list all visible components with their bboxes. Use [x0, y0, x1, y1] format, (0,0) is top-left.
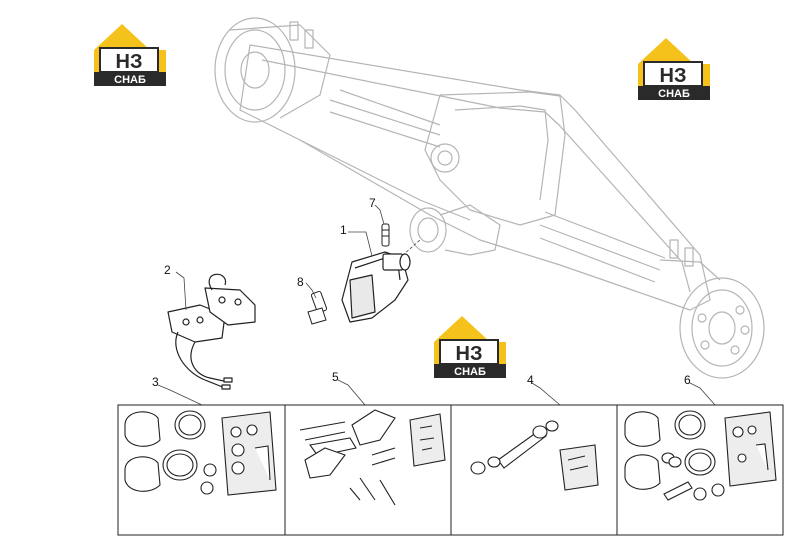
brand-logo-top-left: НЗ СНАБ [92, 20, 172, 90]
kit-3-seal-kit [124, 410, 277, 496]
kit-6-repair-kit [624, 410, 777, 501]
kit-4-guide-pin-kit [470, 420, 599, 491]
callout-5: 5 [332, 370, 339, 384]
callout-leaders [157, 204, 716, 406]
kit-boxes [117, 404, 784, 536]
brand-logo-center: НЗ СНАБ [432, 312, 512, 382]
svg-text:СНАБ: СНАБ [114, 74, 146, 86]
axle-housing-illustration [214, 17, 765, 379]
callout-8: 8 [297, 275, 304, 289]
bleeder-screw-part [381, 223, 390, 247]
callout-4: 4 [527, 373, 534, 387]
house-logo-icon: НЗ СНАБ [94, 24, 166, 86]
svg-text:НЗ: НЗ [116, 51, 143, 73]
kit-5-hardware-kit [299, 409, 446, 506]
svg-text:НЗ: НЗ [456, 343, 483, 365]
callout-2: 2 [164, 263, 171, 277]
house-logo-icon: НЗ СНАБ [638, 38, 710, 100]
svg-text:СНАБ: СНАБ [454, 366, 486, 378]
brake-caliper-part [341, 251, 411, 323]
callout-7: 7 [369, 196, 376, 210]
callout-3: 3 [152, 375, 159, 389]
caliper-bolt-part [307, 290, 328, 325]
svg-text:СНАБ: СНАБ [658, 88, 690, 100]
brand-logo-top-right: НЗ СНАБ [636, 34, 716, 104]
callout-6: 6 [684, 373, 691, 387]
callout-1: 1 [340, 223, 347, 237]
brake-pads-part [167, 273, 256, 390]
house-logo-icon: НЗ СНАБ [434, 316, 506, 378]
svg-text:НЗ: НЗ [660, 65, 687, 87]
